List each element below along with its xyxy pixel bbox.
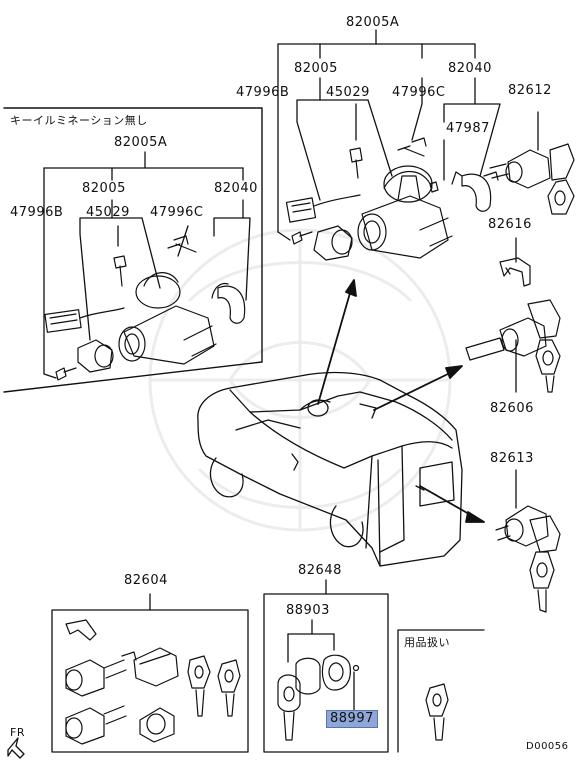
label-47996C-inset: 47996C: [150, 205, 204, 220]
label-82005A-top: 82005A: [346, 15, 400, 30]
part-82606: [465, 299, 561, 393]
inset-border: [3, 107, 263, 393]
label-45029-top: 45029: [326, 85, 370, 100]
label-82005-top: 82005: [294, 61, 338, 76]
top-ignition-assembly: [285, 137, 492, 261]
part-82648: [277, 654, 360, 741]
label-47996B-top: 47996B: [236, 85, 290, 100]
watermark: [148, 228, 452, 532]
pointer-arrows: [317, 279, 485, 523]
inset-ignition-assembly: [44, 235, 246, 381]
bracket-accessory: [397, 629, 485, 753]
label-82604: 82604: [124, 573, 168, 588]
label-88997-highlighted[interactable]: 88997: [326, 710, 378, 728]
diagram-id: D00056: [526, 741, 569, 752]
front-direction-arrow: [7, 737, 25, 759]
label-82005A-inset: 82005A: [114, 135, 168, 150]
part-82612: [483, 143, 575, 215]
label-47996B-inset: 47996B: [10, 205, 64, 220]
part-accessory-key: [425, 683, 449, 741]
bracket-82648: [263, 579, 389, 753]
bracket-82604: [51, 593, 249, 753]
label-82612: 82612: [508, 83, 552, 98]
right-part-lines: [515, 111, 539, 509]
car-outline: [197, 371, 463, 567]
inset-bracket-lines: [43, 151, 251, 379]
label-82040-inset: 82040: [214, 181, 258, 196]
part-82616: [499, 257, 531, 287]
label-45029-inset: 45029: [86, 205, 130, 220]
part-82613: [495, 505, 561, 613]
label-82613: 82613: [490, 451, 534, 466]
label-82606: 82606: [490, 401, 534, 416]
label-82005-inset: 82005: [82, 181, 126, 196]
top-bracket-lines: [277, 29, 501, 241]
direction-label: FR: [10, 726, 25, 739]
label-82616: 82616: [488, 217, 532, 232]
label-88903: 88903: [286, 603, 330, 618]
label-47996C-top: 47996C: [392, 85, 446, 100]
inset-title: キーイルミネーション無し: [10, 114, 148, 127]
label-accessory: 用品扱い: [404, 636, 450, 649]
label-82040-top: 82040: [448, 61, 492, 76]
part-82604: [65, 619, 241, 745]
label-47987: 47987: [446, 121, 490, 136]
label-82648: 82648: [298, 563, 342, 578]
